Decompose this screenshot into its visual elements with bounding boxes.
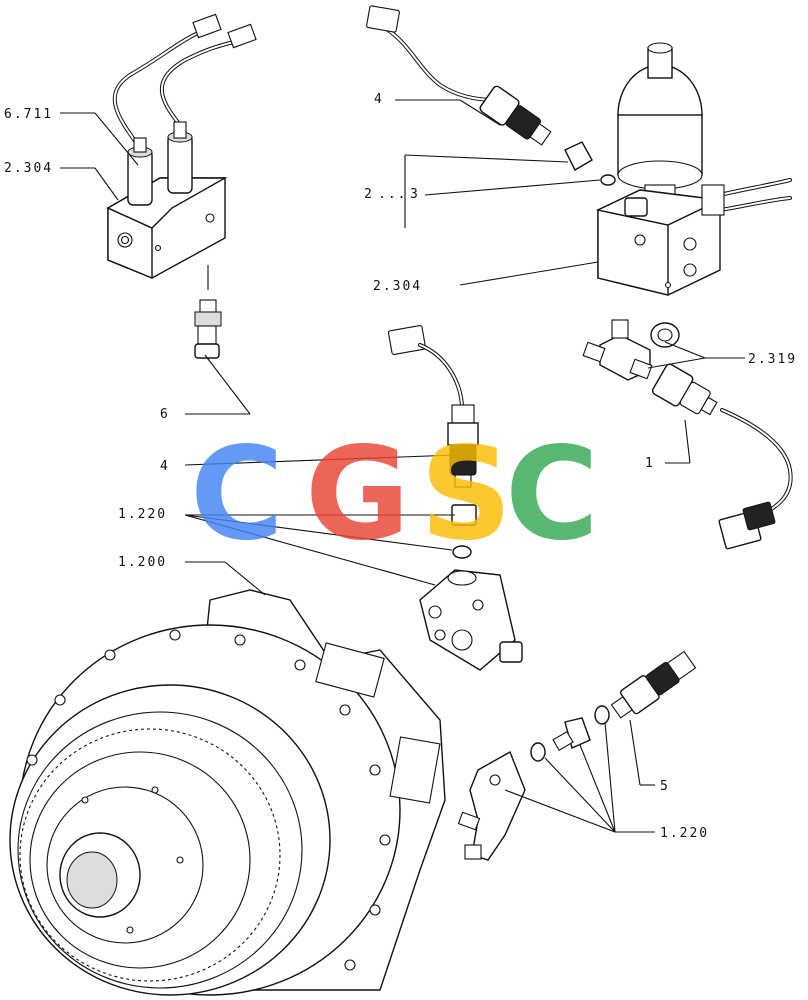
- label-5: 5: [660, 779, 670, 794]
- upper-left-valve-block: [106, 13, 257, 280]
- label-3: 3: [410, 187, 420, 202]
- mid-switch-assembly: [387, 324, 523, 671]
- label-2: 2: [364, 187, 374, 202]
- cgsc-watermark: C G S C: [190, 420, 599, 569]
- callout-labels: 6.711 2.304 6 4 2 ... 3 2.304 2.319 1 4 …: [4, 92, 797, 841]
- label-6: 6: [160, 407, 170, 422]
- tee-and-pressure-switch: [582, 319, 793, 550]
- upper-left-fitting: [194, 265, 222, 359]
- label-2-319: 2.319: [748, 352, 797, 367]
- watermark-letter-c1: C: [190, 420, 284, 569]
- label-4-mid: 4: [160, 459, 170, 474]
- transmission-housing: [9, 589, 446, 996]
- label-6-711: 6.711: [4, 107, 53, 122]
- label-range-sep: ...: [378, 187, 407, 202]
- label-4-upper: 4: [374, 92, 384, 107]
- label-2-304-left: 2.304: [4, 161, 53, 176]
- upper-right-assembly: [366, 5, 792, 296]
- label-2-304-right: 2.304: [373, 279, 422, 294]
- label-1: 1: [645, 456, 655, 471]
- watermark-letter-g: G: [305, 420, 410, 569]
- label-1-220-mid: 1.220: [118, 507, 167, 522]
- label-1-200: 1.200: [118, 555, 167, 570]
- watermark-letter-c2: C: [505, 420, 599, 569]
- housing-bolts: [26, 629, 391, 971]
- leader-lines: [60, 99, 745, 833]
- lower-switch-assembly: [457, 650, 697, 861]
- watermark-letter-s: S: [420, 420, 512, 569]
- label-1-220-lower: 1.220: [660, 826, 709, 841]
